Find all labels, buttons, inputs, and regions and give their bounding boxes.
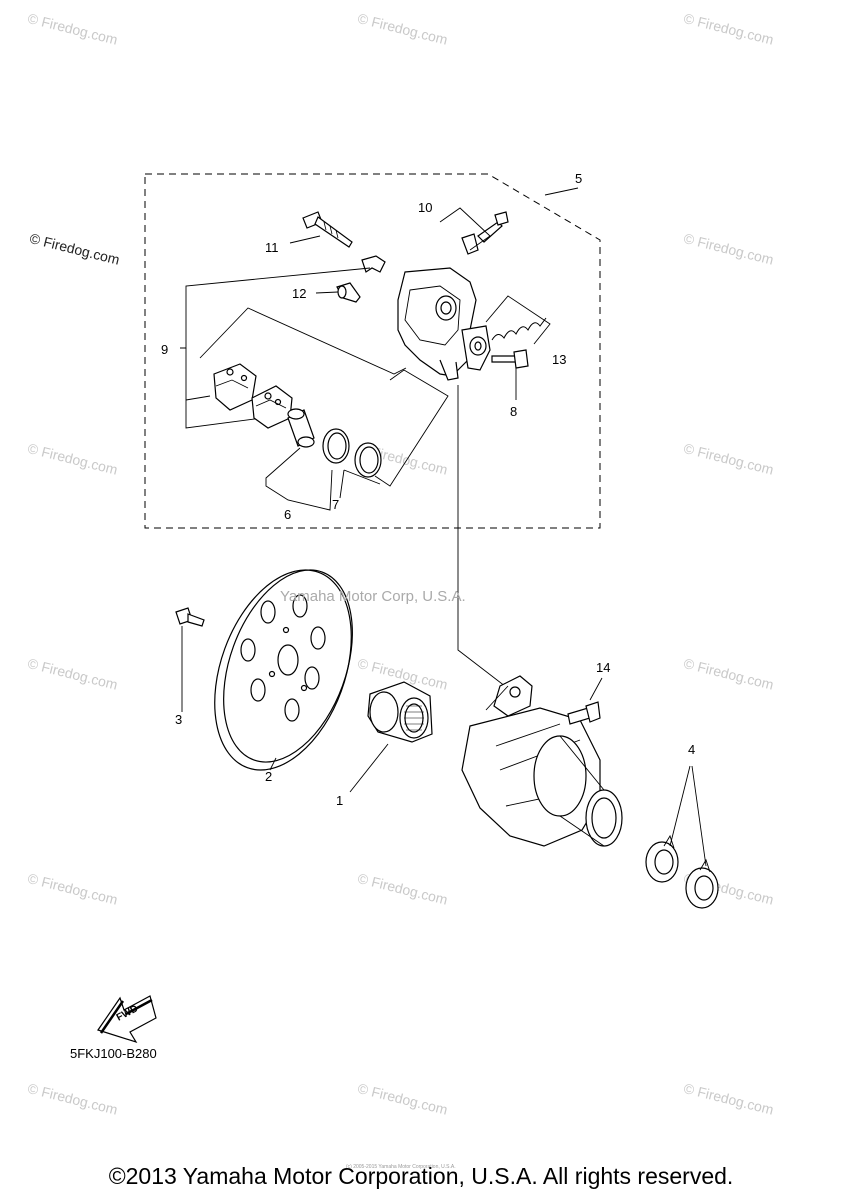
callout-1: 1 [336,793,344,808]
brake-disc-2 [214,569,353,771]
bolt-14 [567,677,603,725]
hub-1 [349,681,433,793]
callout-4: 4 [688,742,696,757]
callout-8: 8 [510,404,518,419]
brake-pad-inner [251,385,293,429]
spring-13 [485,295,551,345]
fwd-arrow-icon [97,995,157,1044]
bleed-screw-10 [439,207,509,255]
brake-pad-outer [213,363,257,411]
caliper-bracket [461,675,623,847]
callout-11: 11 [265,240,279,255]
callout-10: 10 [418,200,433,215]
callout-9: 9 [161,342,169,357]
callout-12: 12 [292,286,307,301]
callout-6: 6 [284,507,292,522]
copyright-footer: ©2013 Yamaha Motor Corporation, U.S.A. A… [108,1163,734,1189]
bolt-11 [289,211,353,248]
lock-nut-4 [645,765,719,909]
credit-text: Yamaha Motor Corp, U.S.A. [280,588,466,605]
callout-13: 13 [552,352,567,367]
callout-3: 3 [175,712,183,727]
pad-clip [361,255,386,273]
tiny-copyright-notice: (c) 2005-2015 Yamaha Motor Corporation, … [346,1164,456,1170]
piston-6 [265,408,333,511]
diagram-code: 5FKJ100-B280 [70,1046,157,1061]
bolt-8 [491,349,529,400]
callout-2: 2 [265,769,273,784]
bolt-3 [175,607,205,712]
callout-14: 14 [596,660,611,675]
caliper-body [397,267,491,381]
caliper-assembly-boundary [144,173,601,529]
callout-7: 7 [332,497,340,512]
seal-7 [322,428,382,499]
pin-12 [315,282,361,303]
callout-5: 5 [575,171,583,186]
